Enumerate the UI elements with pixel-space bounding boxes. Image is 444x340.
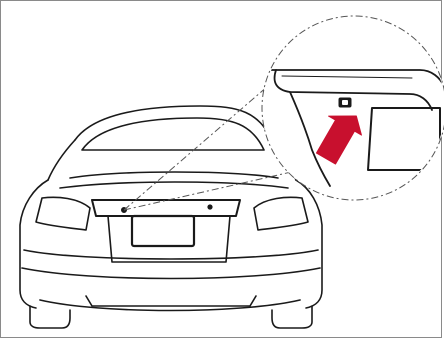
trunk-edge (60, 182, 288, 188)
tail-light-left (36, 197, 90, 230)
plate-recess (108, 216, 230, 262)
left-c-pillar (48, 140, 75, 180)
magnified-detail-callout (262, 16, 444, 200)
body-left-side (20, 180, 48, 308)
bumper-crease-mid (22, 268, 320, 279)
garnish-emblem-dot (208, 205, 212, 209)
trunk-release-switch-icon (339, 98, 351, 107)
left-tire (30, 306, 70, 328)
roof-outline (75, 106, 272, 140)
trunk-garnish (92, 200, 240, 216)
leader-line-upper (124, 80, 275, 210)
trunk-lid (70, 172, 278, 178)
tail-light-right (254, 197, 308, 230)
diffuser (86, 296, 256, 306)
leader-line-lower (124, 170, 300, 210)
right-tire (272, 306, 312, 328)
body-right-side (296, 180, 322, 308)
license-plate (132, 216, 194, 246)
bumper-crease-upper (24, 250, 318, 259)
rear-window (82, 118, 264, 150)
